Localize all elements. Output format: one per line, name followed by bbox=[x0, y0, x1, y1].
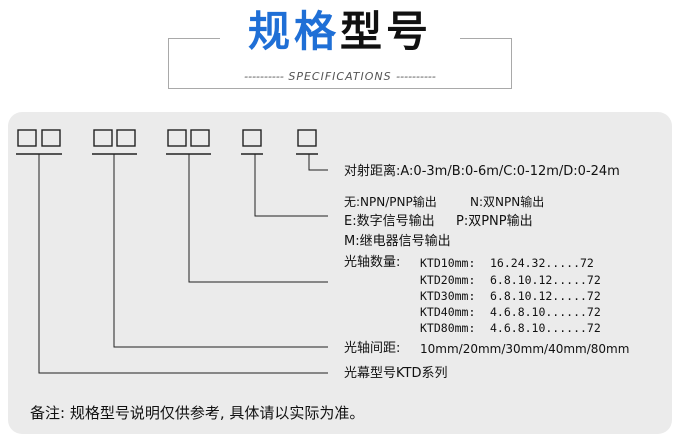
frame-top-right bbox=[460, 38, 512, 39]
footnote: 备注: 规格型号说明仅供参考, 具体请以实际为准。 bbox=[30, 404, 365, 422]
axis-count-row-1-values: 16.24.32.....72 bbox=[490, 256, 594, 270]
code-box-2a bbox=[93, 129, 113, 147]
connector-output bbox=[254, 154, 328, 217]
output-spec-2b: P:双PNP输出 bbox=[456, 214, 533, 229]
axis-count-row-4-values: 4.6.8.10......72 bbox=[490, 305, 601, 319]
title-part-2: 型号 bbox=[340, 7, 433, 56]
output-spec-3: M:继电器信号输出 bbox=[344, 234, 451, 249]
subtitle-text: SPECIFICATIONS bbox=[288, 70, 392, 83]
connector-axis-count bbox=[188, 154, 328, 283]
axis-count-row-5-values: 4.6.8.10......72 bbox=[490, 321, 601, 335]
frame-right bbox=[511, 38, 512, 88]
axis-count-row-5-model: KTD80mm: bbox=[420, 321, 476, 335]
axis-count-row-4-model: KTD40mm: bbox=[420, 305, 476, 319]
output-spec-1b: N:双NPN输出 bbox=[470, 195, 545, 209]
page-title: 规格型号 bbox=[0, 4, 680, 60]
code-box-2b bbox=[116, 129, 136, 147]
axis-count-row-3-values: 6.8.10.12.....72 bbox=[490, 289, 601, 303]
axis-count-label: 光轴数量: bbox=[344, 255, 401, 270]
code-box-5 bbox=[297, 129, 317, 147]
spec-panel bbox=[8, 112, 672, 434]
code-box-1b bbox=[41, 129, 61, 147]
axis-count-row-2-model: KTD20mm: bbox=[420, 273, 476, 287]
page-subtitle: ---------- SPECIFICATIONS ---------- bbox=[244, 70, 436, 83]
axis-count-row-1-model: KTD10mm: bbox=[420, 256, 476, 270]
distance-spec: 对射距离:A:0-3m/B:0-6m/C:0-12m/D:0-24m bbox=[344, 164, 620, 179]
connector-series bbox=[38, 154, 328, 374]
axis-spacing-label: 光轴间距: bbox=[344, 341, 401, 356]
code-box-4 bbox=[242, 129, 262, 147]
axis-count-row-2-values: 6.8.10.12.....72 bbox=[490, 273, 601, 287]
title-part-1: 规格 bbox=[247, 7, 340, 56]
output-spec-1a: 无:NPN/PNP输出 bbox=[344, 195, 437, 209]
axis-count-row-3-model: KTD30mm: bbox=[420, 289, 476, 303]
code-box-1a bbox=[17, 129, 37, 147]
frame-top-left bbox=[168, 38, 220, 39]
code-box-3b bbox=[190, 129, 210, 147]
frame-left bbox=[168, 38, 169, 88]
header: 规格型号 ---------- SPECIFICATIONS ---------… bbox=[0, 0, 680, 100]
code-box-3a bbox=[167, 129, 187, 147]
output-spec-2a: E:数字信号输出 bbox=[344, 214, 435, 229]
connector-axis-spacing bbox=[113, 154, 328, 348]
series-label: 光幕型号KTD系列 bbox=[344, 366, 448, 381]
connector-distance bbox=[308, 154, 328, 171]
axis-spacing-value: 10mm/20mm/30mm/40mm/80mm bbox=[420, 342, 630, 356]
frame-bottom bbox=[168, 88, 512, 89]
